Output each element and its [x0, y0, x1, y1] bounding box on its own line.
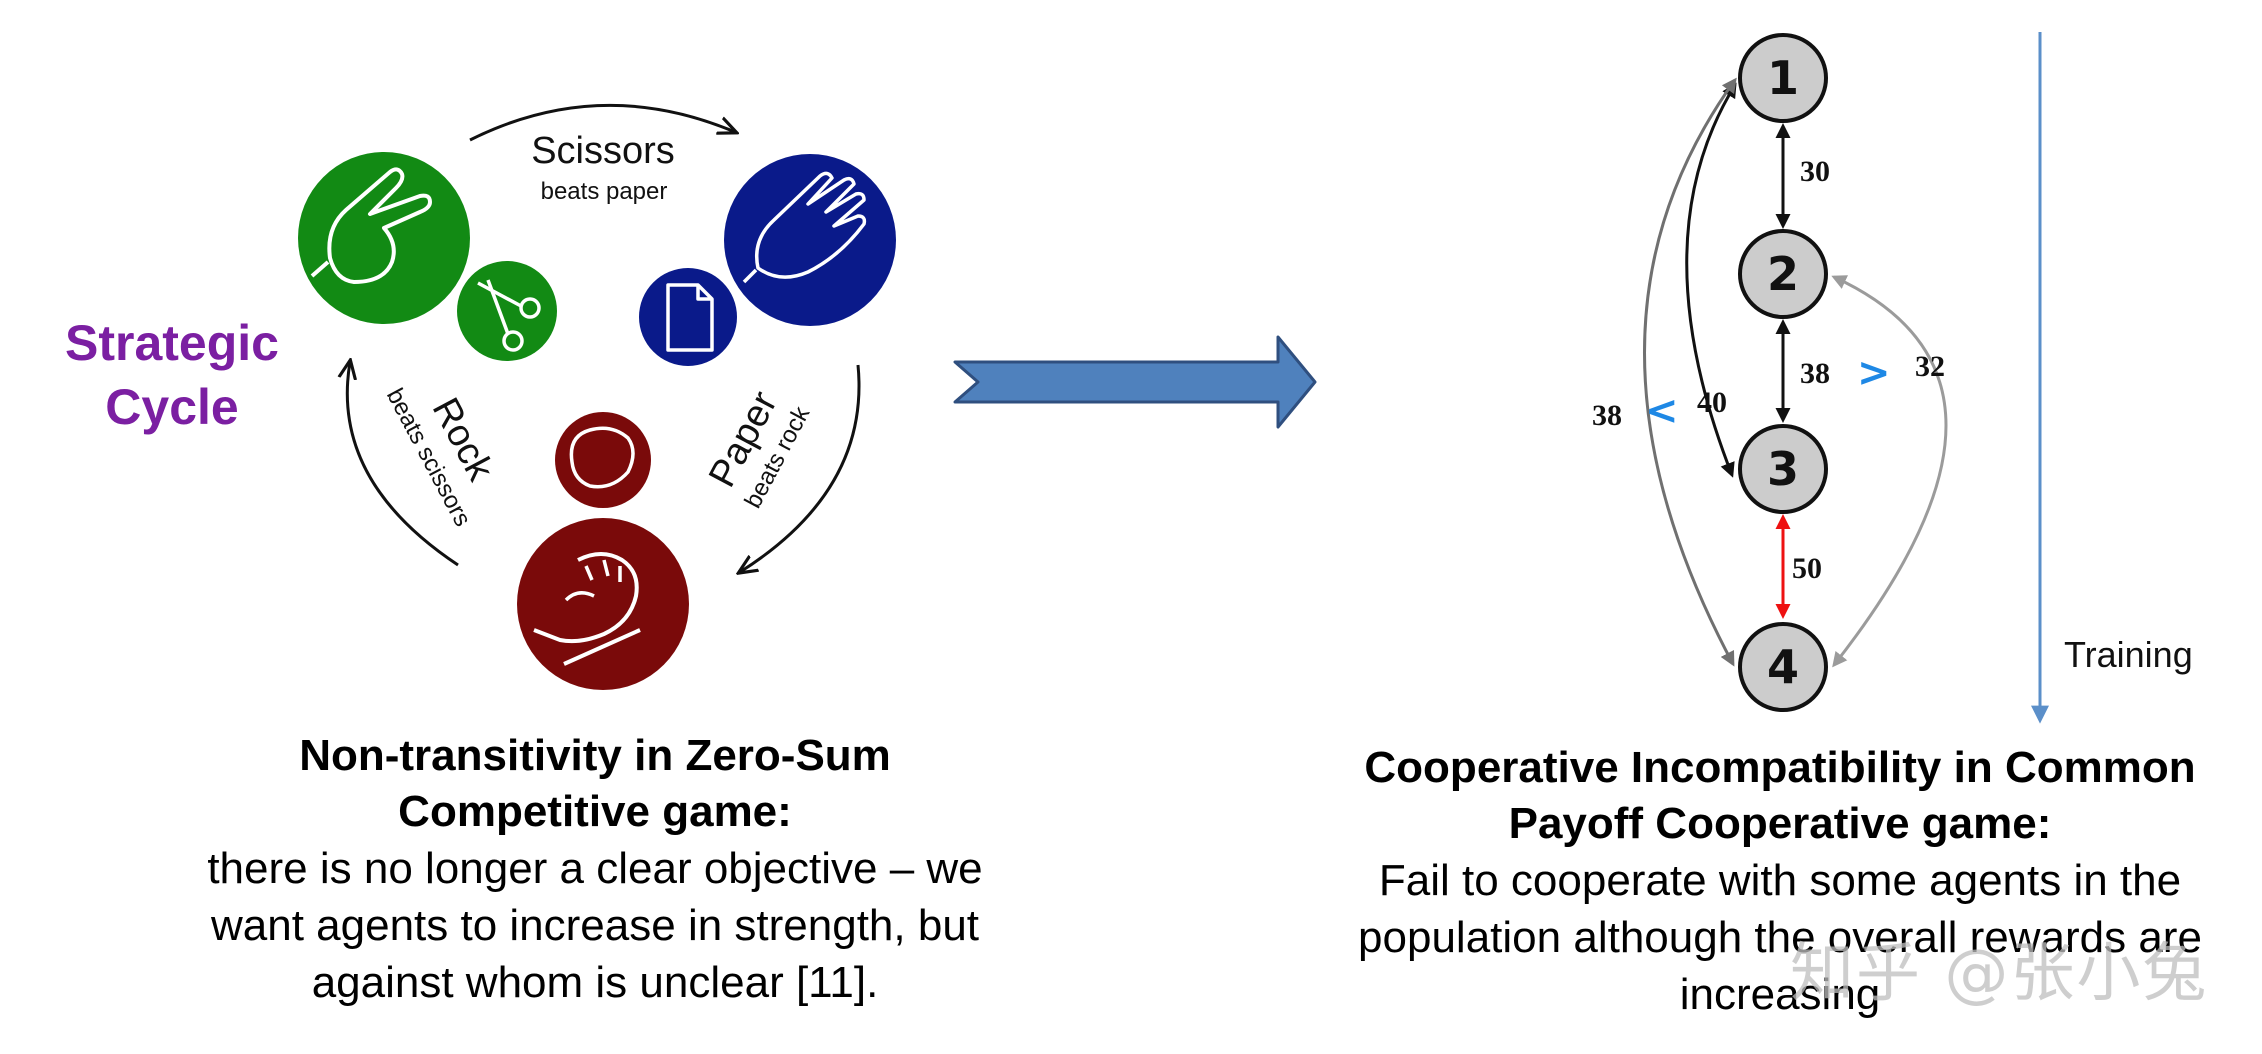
- edge-label-1-2: 30: [1800, 155, 1830, 188]
- cycle-arrow-left: [347, 362, 459, 567]
- right-caption-body-line1: Fail to cooperate with some agents in th…: [1378, 856, 2182, 905]
- training-label: Training: [2064, 634, 2193, 675]
- paper-hand-icon: [724, 154, 896, 326]
- left-caption-title-line2: Competitive game:: [398, 787, 792, 836]
- strategic-label-line2: Cycle: [105, 379, 238, 435]
- scissors-icon: [457, 261, 557, 361]
- scissors-subtitle: beats paper: [541, 178, 668, 205]
- transition-arrow: [953, 335, 1317, 429]
- right-caption-body-line2: population although the overall rewards …: [1358, 913, 2202, 962]
- strategic-label-line1: Strategic: [65, 315, 279, 371]
- edge-label-1-3: 40: [1697, 386, 1727, 419]
- edge-label-3-4: 50: [1792, 552, 1822, 585]
- left-caption-body-line3: against whom is unclear [11].: [311, 958, 879, 1007]
- edge-label-1-4: 38: [1592, 399, 1622, 432]
- watermark: 知乎 @张小兔: [1790, 937, 2209, 1011]
- svg-text:2: 2: [1767, 247, 1799, 301]
- rock-fist-icon: [517, 518, 689, 690]
- svg-text:4: 4: [1767, 640, 1799, 694]
- edge-1-4: [1643, 77, 1737, 667]
- left-caption-title-line1: Non-transitivity in Zero-Sum: [299, 731, 891, 780]
- edge-label-2-4: 32: [1915, 350, 1945, 383]
- cycle-arrow-right: [740, 364, 861, 572]
- scissors-title: Scissors: [531, 130, 675, 172]
- right-caption: Cooperative Incompatibility in Common Pa…: [1300, 740, 2260, 1023]
- svg-text:3: 3: [1767, 442, 1799, 496]
- less-than-mark: <: [1645, 388, 1679, 434]
- right-caption-title-line2: Payoff Cooperative game:: [1508, 799, 2052, 848]
- strategic-cycle-panel: Strategic Cycle Scissors beats paper Roc…: [65, 103, 896, 690]
- population-graph: 1 2 3 4 30 38 50 40 38 32 < > Training: [1592, 32, 2193, 724]
- node-1: 1: [1738, 33, 1828, 123]
- left-caption-body-line2: want agents to increase in strength, but: [210, 901, 980, 950]
- paper-sheet-icon: [639, 268, 737, 366]
- svg-text:1: 1: [1767, 51, 1799, 105]
- rock-stone-icon: [555, 412, 651, 508]
- scissors-hand-icon: [298, 152, 470, 324]
- edge-1-3: [1685, 82, 1737, 478]
- right-caption-title-line1: Cooperative Incompatibility in Common: [1364, 743, 2196, 792]
- node-3: 3: [1738, 424, 1828, 514]
- node-2: 2: [1738, 229, 1828, 319]
- right-caption-body-line3: increasing: [1679, 970, 1881, 1019]
- left-caption-body-line1: there is no longer a clear objective – w…: [207, 844, 983, 893]
- edge-label-2-3: 38: [1800, 357, 1830, 390]
- edge-2-4: [1831, 275, 1948, 668]
- left-caption: Non-transitivity in Zero-Sum Competitive…: [150, 728, 1040, 1011]
- node-4: 4: [1738, 622, 1828, 712]
- greater-than-mark: >: [1857, 350, 1891, 396]
- cycle-arrow-top: [469, 103, 735, 142]
